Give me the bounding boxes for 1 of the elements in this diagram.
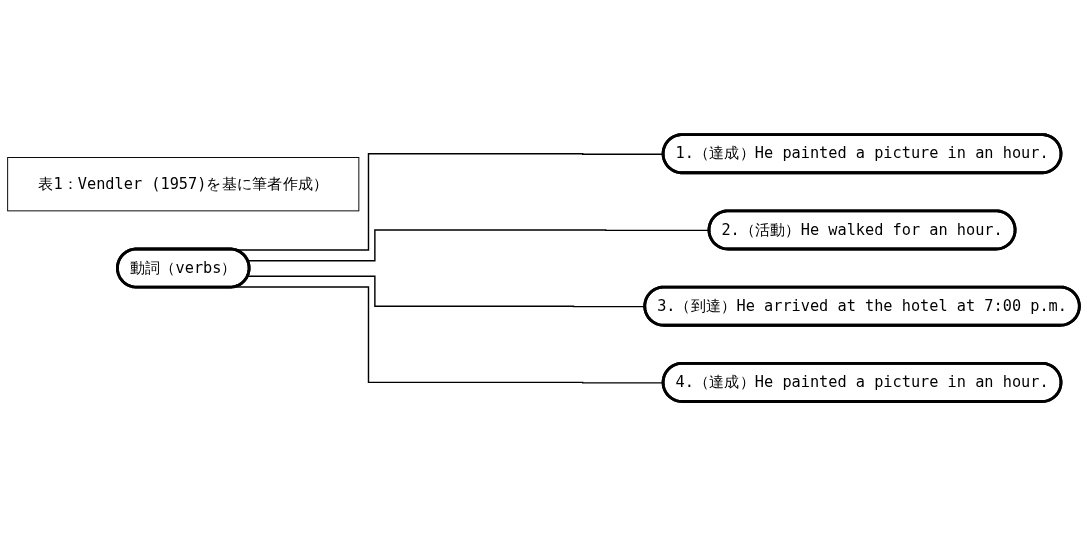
node-box: 表1：Vendler (1957)を基に筆者作成）: [7, 157, 360, 212]
